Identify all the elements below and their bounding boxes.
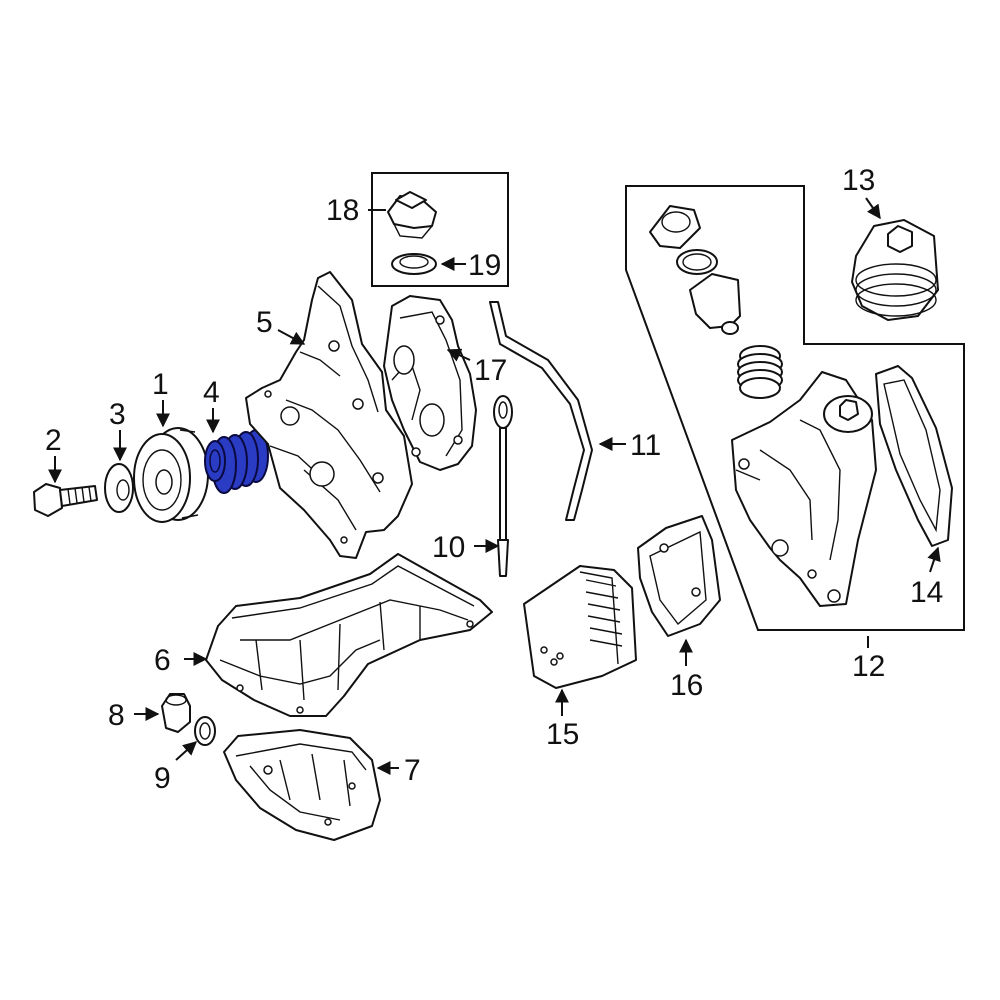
callout-2[interactable]: 2 xyxy=(45,424,62,457)
oil-cooler-gasket-part[interactable] xyxy=(637,515,721,637)
filter-housing-part[interactable] xyxy=(731,371,877,607)
seal-part-highlighted[interactable] xyxy=(204,429,269,494)
bolt-part[interactable] xyxy=(33,483,98,517)
filler-cap-part[interactable] xyxy=(387,191,437,239)
callout-14[interactable]: 14 xyxy=(910,576,943,609)
filter-spring-part[interactable] xyxy=(737,345,783,399)
callout-9[interactable]: 9 xyxy=(154,762,171,795)
callout-11[interactable]: 11 xyxy=(630,429,661,462)
callout-10[interactable]: 10 xyxy=(432,531,465,564)
callout-6[interactable]: 6 xyxy=(154,644,171,677)
dipstick-tube-part[interactable] xyxy=(489,301,593,521)
oil-pan-lower-part[interactable] xyxy=(223,729,381,841)
callout-4[interactable]: 4 xyxy=(203,376,220,409)
leader-lines xyxy=(48,197,941,775)
callout-3[interactable]: 3 xyxy=(109,398,126,431)
callout-17[interactable]: 17 xyxy=(474,354,507,387)
callout-19[interactable]: 19 xyxy=(468,249,501,282)
callout-16[interactable]: 16 xyxy=(670,669,703,702)
oil-pan-upper-part[interactable] xyxy=(205,553,493,717)
callout-labels: 1 2 3 4 5 6 7 8 9 10 11 12 13 14 15 16 1… xyxy=(45,164,943,795)
callout-15[interactable]: 15 xyxy=(546,718,579,751)
drain-plug-gasket-part[interactable] xyxy=(194,716,216,746)
callout-13[interactable]: 13 xyxy=(842,164,875,197)
dipstick-part[interactable] xyxy=(493,395,513,577)
housing-gasket-part[interactable] xyxy=(875,365,953,547)
washer-part[interactable] xyxy=(104,463,134,513)
oil-filter-cap-part[interactable] xyxy=(851,219,939,321)
drain-plug-part[interactable] xyxy=(161,693,191,733)
callout-12[interactable]: 12 xyxy=(852,650,885,683)
oil-cooler-part[interactable] xyxy=(523,565,637,689)
callout-18[interactable]: 18 xyxy=(326,194,359,227)
filler-cap-seal-part[interactable] xyxy=(391,253,437,275)
callout-8[interactable]: 8 xyxy=(108,699,125,732)
crankshaft-pulley-part[interactable] xyxy=(133,427,209,523)
callout-7[interactable]: 7 xyxy=(404,754,421,787)
filter-cap-part[interactable] xyxy=(649,205,701,249)
filler-cap-group xyxy=(371,172,509,287)
filter-element-part[interactable] xyxy=(689,273,741,335)
callout-5[interactable]: 5 xyxy=(256,306,273,339)
timing-cover-part[interactable] xyxy=(245,271,413,559)
cover-plate-part[interactable] xyxy=(383,295,477,471)
filter-cap-oring-part[interactable] xyxy=(676,249,718,275)
oil-filter-housing-group xyxy=(625,185,965,631)
callout-1[interactable]: 1 xyxy=(152,368,169,401)
